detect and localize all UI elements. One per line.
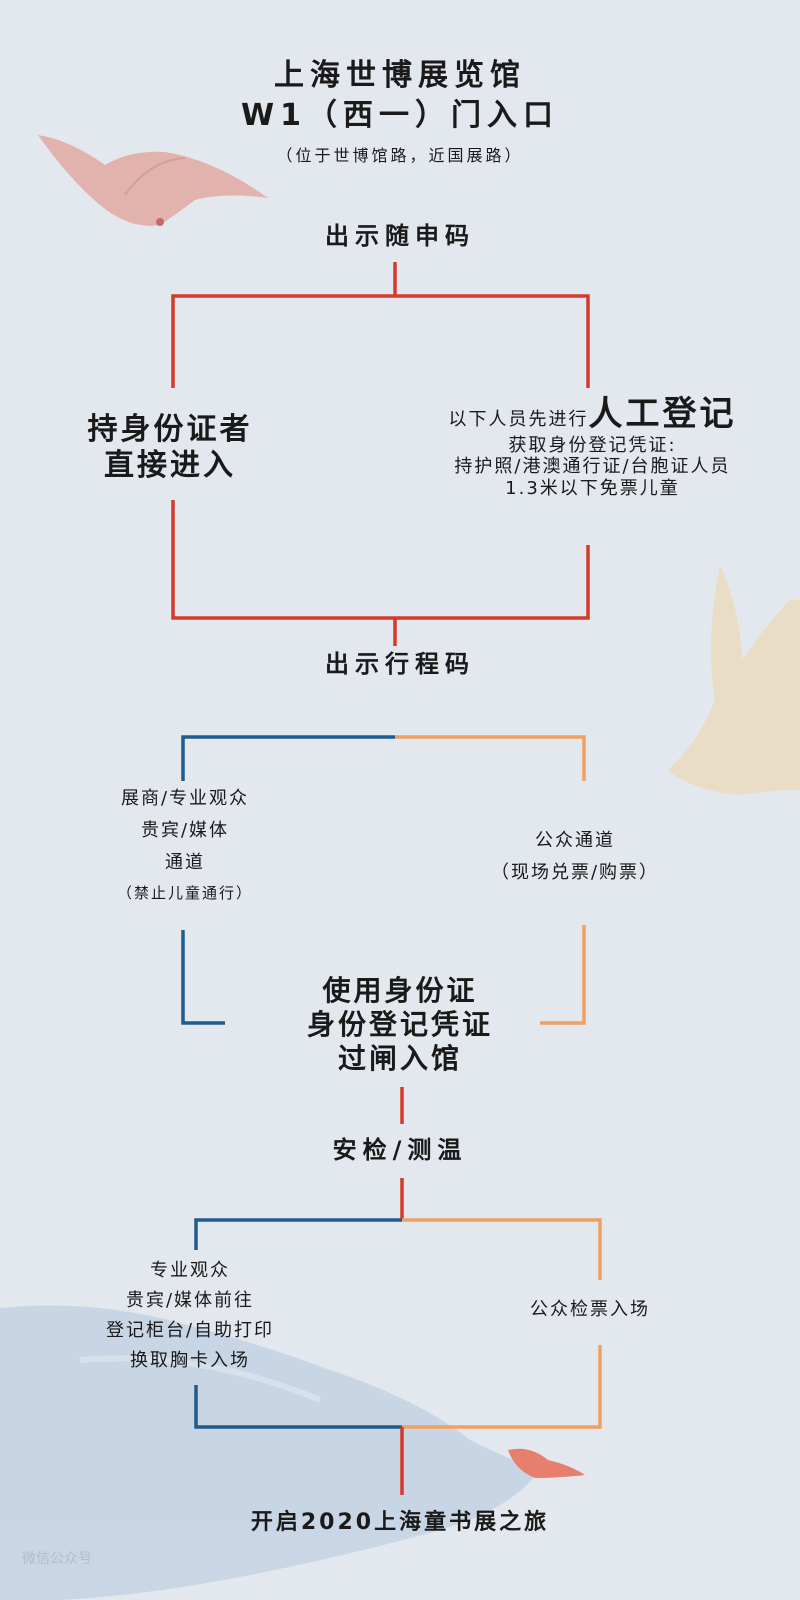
- id-card-line-2: 直接进入: [104, 448, 236, 483]
- connector-branch2-left-top: [181, 735, 395, 781]
- connector-branch3-right-bottom: [402, 1345, 602, 1429]
- manual-reg-line-1: 以下人员先进行人工登记: [400, 394, 785, 435]
- manual-reg-line-3: 持护照/港澳通行证/台胞证人员: [454, 456, 731, 478]
- connector-branch2-right-top: [395, 735, 586, 781]
- page-title: 上海世博展览馆 W1（西一）门入口: [0, 58, 800, 138]
- gate-line-3: 过闸入馆: [337, 1042, 462, 1075]
- beige-bird-illustration: [668, 565, 800, 795]
- id-card-holders-node: 持身份证者 直接进入: [20, 412, 320, 484]
- manual-reg-prefix: 以下人员先进行: [448, 409, 589, 430]
- professional-line-3: 登记柜台/自助打印: [105, 1320, 275, 1341]
- id-card-line-1: 持身份证者: [87, 412, 253, 447]
- step-show-itinerary-code: 出示行程码: [325, 650, 475, 678]
- exhibitor-line-3: 通道: [165, 852, 205, 873]
- manual-reg-line-4: 1.3米以下免票儿童: [505, 477, 680, 499]
- exhibitor-line-1: 展商/专业观众: [120, 788, 250, 809]
- manual-reg-highlight: 人工登记: [588, 394, 737, 434]
- flow-connectors: [171, 262, 602, 1495]
- watermark: 微信公众号: [22, 1551, 92, 1567]
- manual-reg-line-2: 获取身份登记凭证:: [508, 434, 677, 456]
- public-ticket-check-node: 公众检票入场: [460, 1299, 720, 1321]
- professional-line-4: 换取胸卡入场: [130, 1350, 250, 1371]
- public-ticket-line-1: 公众检票入场: [530, 1299, 650, 1320]
- professional-line-2: 贵宾/媒体前往: [125, 1290, 255, 1311]
- title-line-1: 上海世博展览馆: [274, 58, 526, 93]
- gate-line-1: 使用身份证: [322, 974, 478, 1007]
- connector-branch1-top: [171, 294, 590, 388]
- exhibitor-line-2: 贵宾/媒体: [140, 820, 230, 841]
- public-channel-line-1: 公众通道: [535, 830, 615, 851]
- step-security-check: 安检/测温: [332, 1136, 468, 1164]
- manual-registration-node: 以下人员先进行人工登记 获取身份登记凭证: 持护照/港澳通行证/台胞证人员 1.…: [400, 394, 785, 500]
- blue-bird-illustration: [0, 1305, 585, 1600]
- connector-branch1-bottom: [171, 500, 590, 620]
- professional-line-1: 专业观众: [150, 1260, 230, 1281]
- connector-branch3-left-top: [194, 1218, 402, 1250]
- page-subtitle: （位于世博馆路，近国展路）: [276, 146, 524, 165]
- pink-bird-illustration: [38, 135, 268, 226]
- connector-branch3-left-bottom: [194, 1385, 402, 1429]
- exhibitor-note: （禁止儿童通行）: [116, 884, 253, 902]
- gate-line-2: 身份登记凭证: [306, 1008, 493, 1041]
- gate-entry-node: 使用身份证 身份登记凭证 过闸入馆: [200, 974, 600, 1076]
- connector-branch2-left-bottom: [181, 930, 225, 1025]
- public-channel-node: 公众通道 （现场兑票/购票）: [440, 830, 710, 884]
- end-node: 开启2020上海童书展之旅: [250, 1510, 550, 1535]
- connector-branch2-right-bottom: [540, 925, 586, 1025]
- exhibitor-channel-node: 展商/专业观众 贵宾/媒体 通道 （禁止儿童通行）: [55, 788, 315, 902]
- professional-audience-node: 专业观众 贵宾/媒体前往 登记柜台/自助打印 换取胸卡入场: [40, 1260, 340, 1372]
- step-show-health-code: 出示随申码: [325, 222, 475, 250]
- public-channel-line-2: （现场兑票/购票）: [490, 862, 660, 883]
- title-line-2: W1（西一）门入口: [241, 98, 559, 133]
- connector-branch3-right-top: [402, 1218, 602, 1280]
